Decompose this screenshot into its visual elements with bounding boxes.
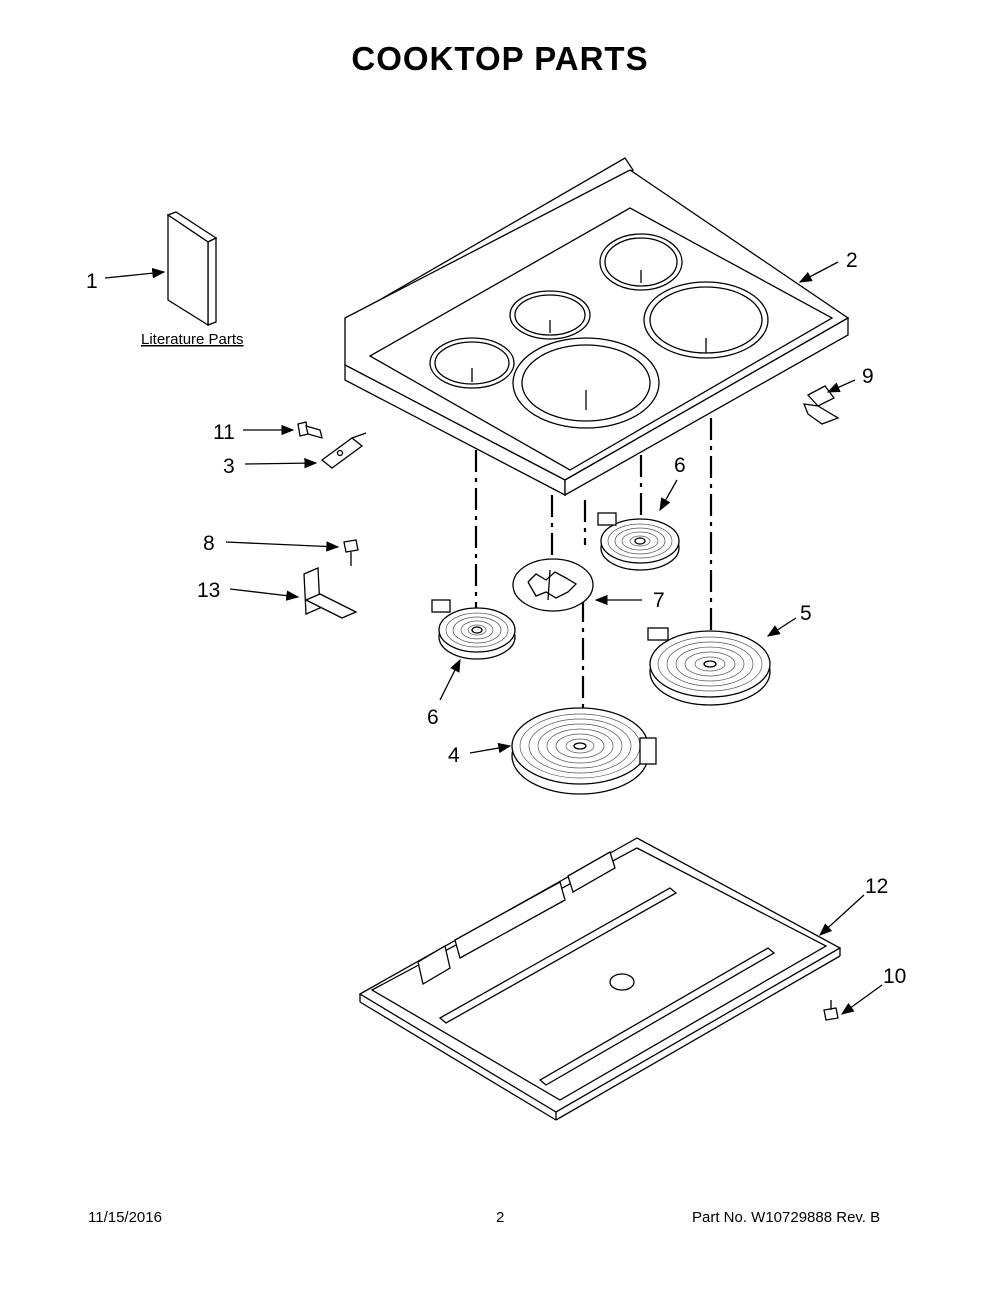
bracket-13 <box>303 567 358 619</box>
callout-3: 3 <box>223 455 235 478</box>
callout-6-right: 6 <box>674 454 686 477</box>
callout-11: 11 <box>213 421 235 444</box>
footer-page-number: 2 <box>496 1209 505 1226</box>
small-element-left <box>431 599 516 660</box>
callout-1: 1 <box>86 270 98 293</box>
footer-date: 11/15/2016 <box>88 1209 162 1226</box>
cooktop-glass <box>343 157 850 497</box>
large-element <box>647 627 771 706</box>
literature-booklet <box>166 211 218 327</box>
small-element-right <box>597 512 680 571</box>
bracket-9 <box>802 385 840 425</box>
callout-2: 2 <box>846 249 858 272</box>
leader-arrows <box>104 261 883 1015</box>
screw-10 <box>823 1000 839 1021</box>
page-title: COOKTOP PARTS <box>351 40 649 77</box>
footer-part-number: Part No. W10729888 Rev. B <box>692 1209 881 1226</box>
callout-5: 5 <box>800 602 812 625</box>
callout-12: 12 <box>865 875 888 898</box>
callout-13: 13 <box>197 579 220 602</box>
callout-10: 10 <box>883 965 906 988</box>
dual-element <box>511 707 657 795</box>
callout-7: 7 <box>653 589 665 612</box>
callout-8: 8 <box>203 532 215 555</box>
screw-8 <box>343 539 359 566</box>
literature-parts-label: Literature Parts <box>141 331 244 348</box>
callout-9: 9 <box>862 365 874 388</box>
switch-3 <box>320 432 367 469</box>
callout-4: 4 <box>448 744 460 767</box>
callout-6-left: 6 <box>427 706 439 729</box>
screw-11 <box>297 421 323 439</box>
base-pan <box>358 837 842 1121</box>
heat-shield <box>512 558 594 612</box>
